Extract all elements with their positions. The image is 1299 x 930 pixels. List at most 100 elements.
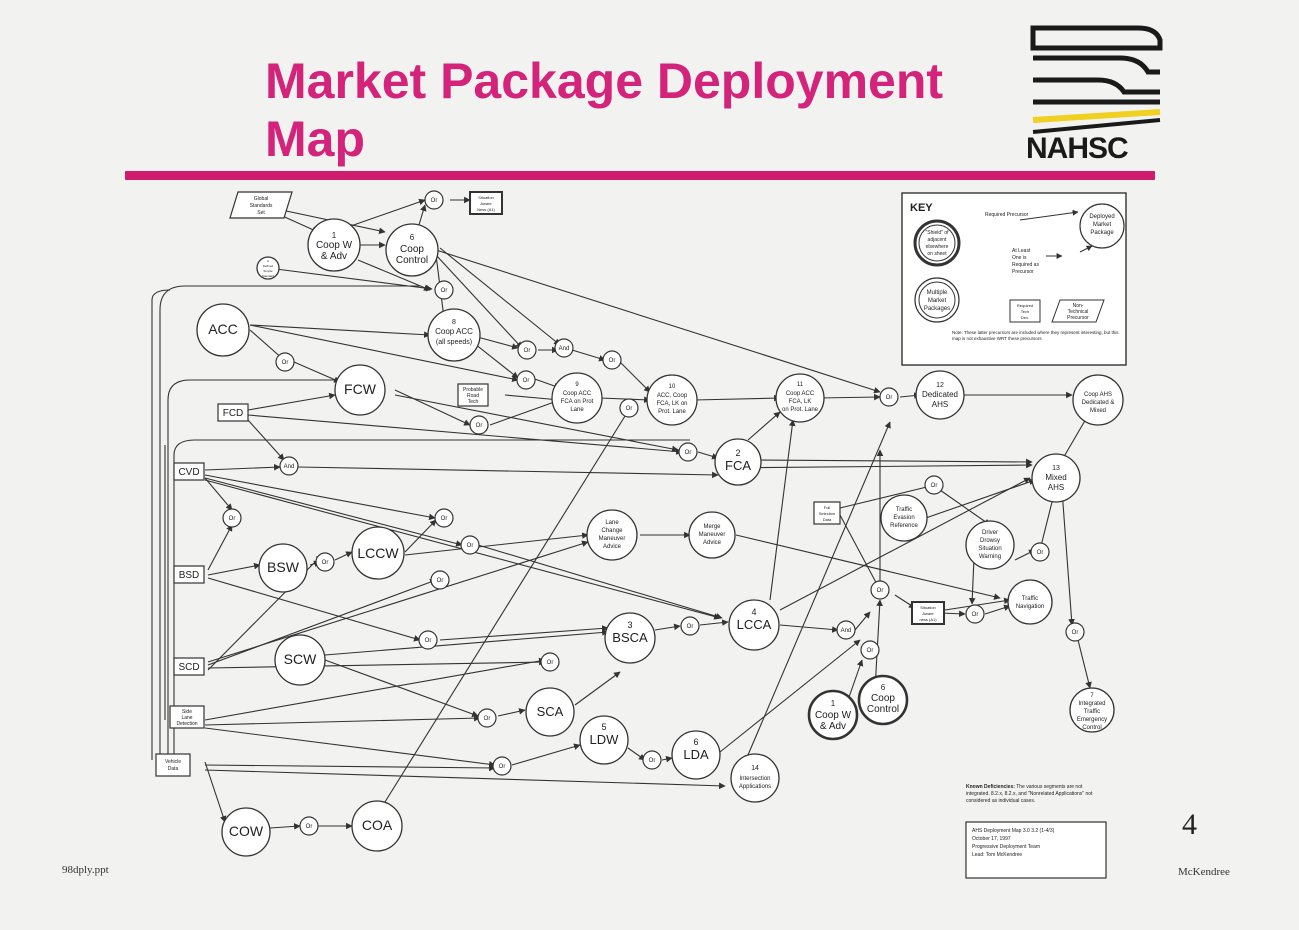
svg-text:Warning: Warning bbox=[979, 554, 1001, 560]
svg-text:Dedicated: Dedicated bbox=[922, 390, 958, 399]
svg-text:FCA, LK on: FCA, LK on bbox=[656, 401, 687, 407]
svg-text:Coop W: Coop W bbox=[316, 240, 353, 251]
svg-text:2: 2 bbox=[735, 448, 740, 458]
svg-text:5: 5 bbox=[601, 722, 606, 732]
svg-text:ACC: ACC bbox=[208, 321, 238, 337]
svg-text:elsewhere: elsewhere bbox=[926, 244, 949, 250]
svg-text:ACC, Coop: ACC, Coop bbox=[657, 393, 688, 399]
svg-text:LDW: LDW bbox=[590, 732, 620, 747]
svg-text:Package: Package bbox=[1090, 230, 1114, 236]
svg-text:Navigation: Navigation bbox=[1016, 604, 1044, 610]
box-scd bbox=[173, 657, 205, 676]
svg-text:& Adv: & Adv bbox=[820, 721, 846, 732]
svg-text:Coop ACC: Coop ACC bbox=[786, 391, 815, 397]
svg-text:BSCA: BSCA bbox=[612, 630, 648, 645]
svg-text:14: 14 bbox=[751, 765, 759, 772]
svg-text:COW: COW bbox=[229, 823, 264, 839]
svg-text:Situation: Situation bbox=[978, 546, 1001, 552]
svg-text:Vehicle: Vehicle bbox=[165, 759, 181, 765]
svg-text:12: 12 bbox=[936, 382, 944, 389]
svg-text:Or: Or bbox=[282, 360, 289, 366]
svg-text:Coop AHS: Coop AHS bbox=[1084, 392, 1112, 398]
svg-text:BSW: BSW bbox=[267, 559, 300, 575]
svg-text:"Shield" of: "Shield" of bbox=[925, 230, 949, 236]
key-legend: KEY "Shield" of adjacent elsewhere on sh… bbox=[901, 192, 1127, 366]
tech-boxes bbox=[155, 191, 945, 777]
svg-text:Dev.: Dev. bbox=[1021, 315, 1029, 320]
node-coop-acc-fca-lk bbox=[775, 373, 825, 423]
svg-text:Or: Or bbox=[524, 348, 531, 354]
svg-text:3: 3 bbox=[627, 620, 632, 630]
svg-text:Or: Or bbox=[484, 716, 491, 722]
svg-text:9: 9 bbox=[575, 382, 579, 388]
svg-text:LDA: LDA bbox=[683, 747, 709, 762]
svg-text:Required Precursor: Required Precursor bbox=[985, 212, 1029, 218]
svg-text:Or: Or bbox=[1037, 550, 1044, 556]
logo-text: NAHSC bbox=[1026, 132, 1129, 165]
svg-text:Or: Or bbox=[1072, 630, 1079, 636]
deficiencies-heading: Known Deficiencies: bbox=[966, 784, 1015, 790]
svg-text:Lane: Lane bbox=[605, 520, 619, 526]
svg-text:10: 10 bbox=[669, 384, 676, 390]
box-situation-awareness bbox=[469, 191, 503, 215]
svg-text:Or: Or bbox=[229, 516, 236, 522]
svg-text:Or: Or bbox=[972, 612, 979, 618]
svg-text:At Least: At Least bbox=[1012, 248, 1031, 254]
svg-text:Aware: Aware bbox=[480, 201, 492, 206]
svg-text:And: And bbox=[559, 346, 570, 352]
svg-text:Or: Or bbox=[547, 660, 554, 666]
box-situation-awareness-2 bbox=[911, 601, 945, 625]
node-lccw bbox=[351, 526, 405, 580]
svg-text:Or: Or bbox=[306, 824, 313, 830]
svg-text:Simple: Simple bbox=[263, 269, 273, 273]
svg-text:ness (A1): ness (A1) bbox=[919, 617, 937, 622]
edges bbox=[204, 196, 1092, 830]
tech-box-labels: Global Standards Set Situation Aware Nes… bbox=[165, 195, 937, 772]
svg-text:And: And bbox=[284, 464, 295, 470]
svg-text:Selection: Selection bbox=[819, 511, 835, 516]
svg-text:Probable: Probable bbox=[463, 387, 483, 393]
svg-text:Deployed: Deployed bbox=[1089, 214, 1114, 220]
svg-text:Road: Road bbox=[467, 393, 479, 399]
svg-text:Tech: Tech bbox=[1021, 309, 1029, 314]
svg-text:Coop ACC: Coop ACC bbox=[563, 391, 592, 397]
node-lcca bbox=[728, 599, 780, 651]
svg-text:Situation: Situation bbox=[920, 605, 936, 610]
svg-text:Or: Or bbox=[867, 648, 874, 654]
node-dedicated-ahs bbox=[915, 370, 965, 420]
svg-text:Precursor: Precursor bbox=[1012, 269, 1034, 275]
svg-text:Coop: Coop bbox=[871, 693, 895, 704]
svg-text:Advice: Advice bbox=[703, 540, 722, 546]
svg-text:Control: Control bbox=[1082, 725, 1101, 731]
svg-text:11: 11 bbox=[797, 382, 804, 388]
svg-text:Coop W: Coop W bbox=[815, 710, 852, 721]
node-coop-acc-fca bbox=[551, 372, 603, 424]
svg-text:FCA: FCA bbox=[725, 458, 751, 473]
svg-text:Market: Market bbox=[1093, 222, 1112, 228]
slide-title: Market Package Deployment Map bbox=[265, 53, 944, 167]
svg-text:Coop: Coop bbox=[400, 244, 424, 255]
svg-text:adjacent: adjacent bbox=[928, 237, 948, 243]
svg-text:Detection: Detection bbox=[176, 721, 197, 727]
svg-text:Or: Or bbox=[931, 483, 938, 489]
svg-text:Set: Set bbox=[257, 210, 265, 216]
svg-text:6: 6 bbox=[410, 233, 415, 242]
svg-text:Coop ACC: Coop ACC bbox=[435, 327, 473, 336]
box-probable-tech bbox=[457, 383, 489, 407]
svg-text:Change: Change bbox=[601, 528, 623, 534]
svg-text:Or: Or bbox=[685, 450, 692, 456]
key-note: Note: These latter precursors are includ… bbox=[952, 330, 1119, 341]
svg-text:Evasion: Evasion bbox=[893, 515, 914, 521]
svg-text:SCW: SCW bbox=[284, 651, 317, 667]
node-coop-control-2 bbox=[857, 674, 909, 726]
node-lda bbox=[671, 730, 721, 780]
svg-text:AHS: AHS bbox=[932, 400, 948, 409]
box-global-standards bbox=[229, 191, 293, 219]
svg-text:Non-: Non- bbox=[1073, 303, 1084, 309]
node-coop-ahs bbox=[1072, 374, 1124, 426]
svg-text:A: A bbox=[267, 259, 269, 263]
svg-text:Mixed: Mixed bbox=[1090, 408, 1106, 414]
svg-text:SCD: SCD bbox=[178, 662, 199, 673]
